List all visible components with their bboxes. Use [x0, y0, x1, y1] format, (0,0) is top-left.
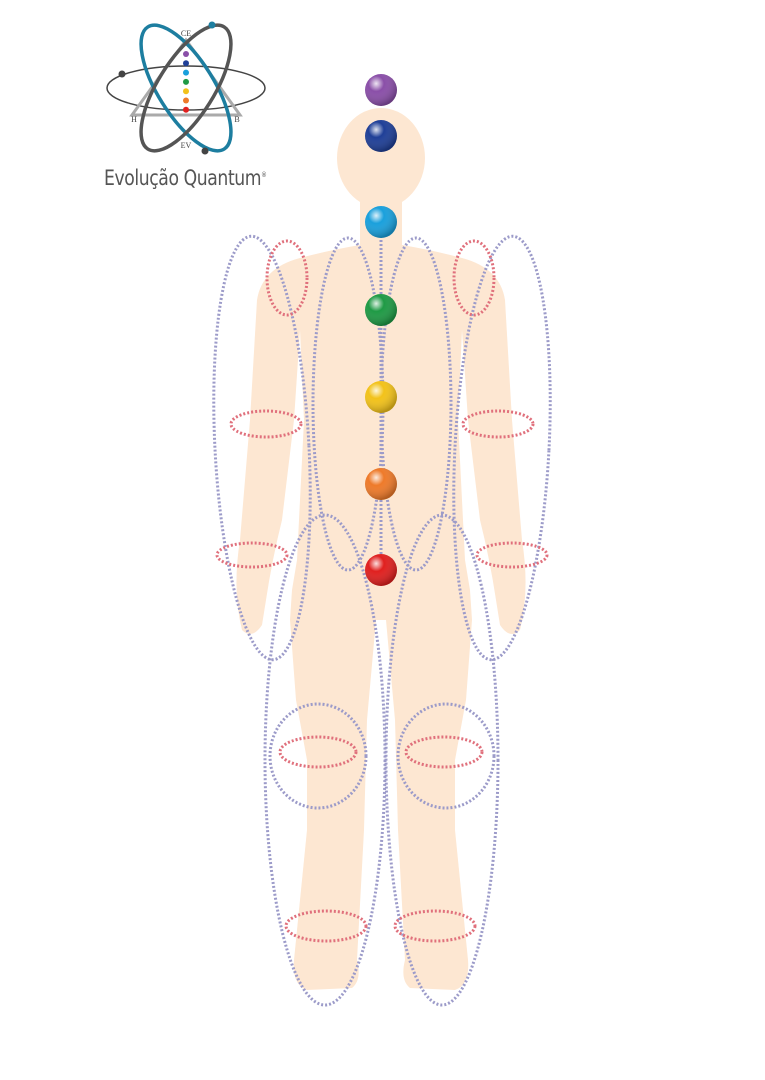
aura-torso-right — [379, 236, 453, 572]
logo: CE H B EV — [106, 21, 266, 155]
joint-right-shoulder — [452, 239, 496, 317]
joint-left-ankle — [284, 909, 368, 943]
torso-arms — [236, 245, 526, 990]
chakra-highlight — [365, 120, 397, 152]
chakra-highlight — [365, 381, 397, 413]
brand-name: Evolução Quantum® — [104, 166, 267, 190]
logo-orbit-blue — [139, 23, 233, 153]
joint-rings — [215, 239, 549, 943]
joint-right-wrist — [475, 541, 549, 569]
aura-right-knee — [396, 702, 496, 810]
logo-label-b: B — [234, 115, 239, 124]
chakra-highlight — [365, 74, 397, 106]
brand-text: Evolução Quantum — [104, 166, 262, 190]
joint-left-shoulder — [265, 239, 309, 317]
logo-orbit-gray — [139, 23, 233, 153]
logo-label-h: H — [131, 115, 137, 124]
logo-dot-heart — [183, 78, 189, 85]
joint-left-knee — [278, 735, 358, 769]
logo-dot-third-eye — [183, 60, 189, 67]
logo-dot-crown — [183, 51, 189, 57]
logo-dot-sacral — [183, 97, 189, 104]
logo-label-ce: CE — [181, 29, 191, 38]
joint-left-elbow — [229, 409, 303, 439]
chakra-highlight — [365, 206, 397, 238]
chakra-points — [365, 74, 397, 586]
logo-electron — [208, 21, 216, 29]
aura-left-arm — [212, 234, 312, 662]
aura-loops — [212, 234, 552, 1007]
registered-mark: ® — [261, 171, 267, 179]
aura-right-leg — [384, 513, 500, 1007]
body-silhouette — [236, 108, 526, 990]
joint-left-wrist — [215, 541, 289, 569]
joint-right-ankle — [393, 909, 477, 943]
logo-electron — [201, 147, 209, 155]
chakra-highlight — [365, 294, 397, 326]
logo-dot-throat — [183, 69, 189, 76]
logo-dot-root — [183, 106, 189, 113]
head — [337, 108, 425, 208]
chakra-highlight — [365, 468, 397, 500]
aura-left-knee — [268, 702, 368, 810]
chakra-highlight — [365, 554, 397, 586]
logo-label-ev: EV — [181, 141, 192, 150]
logo-electron — [118, 70, 126, 78]
joint-right-knee — [404, 735, 484, 769]
logo-dot-solar-plexus — [183, 88, 189, 95]
aura-right-arm — [452, 234, 552, 662]
joint-right-elbow — [461, 409, 535, 439]
